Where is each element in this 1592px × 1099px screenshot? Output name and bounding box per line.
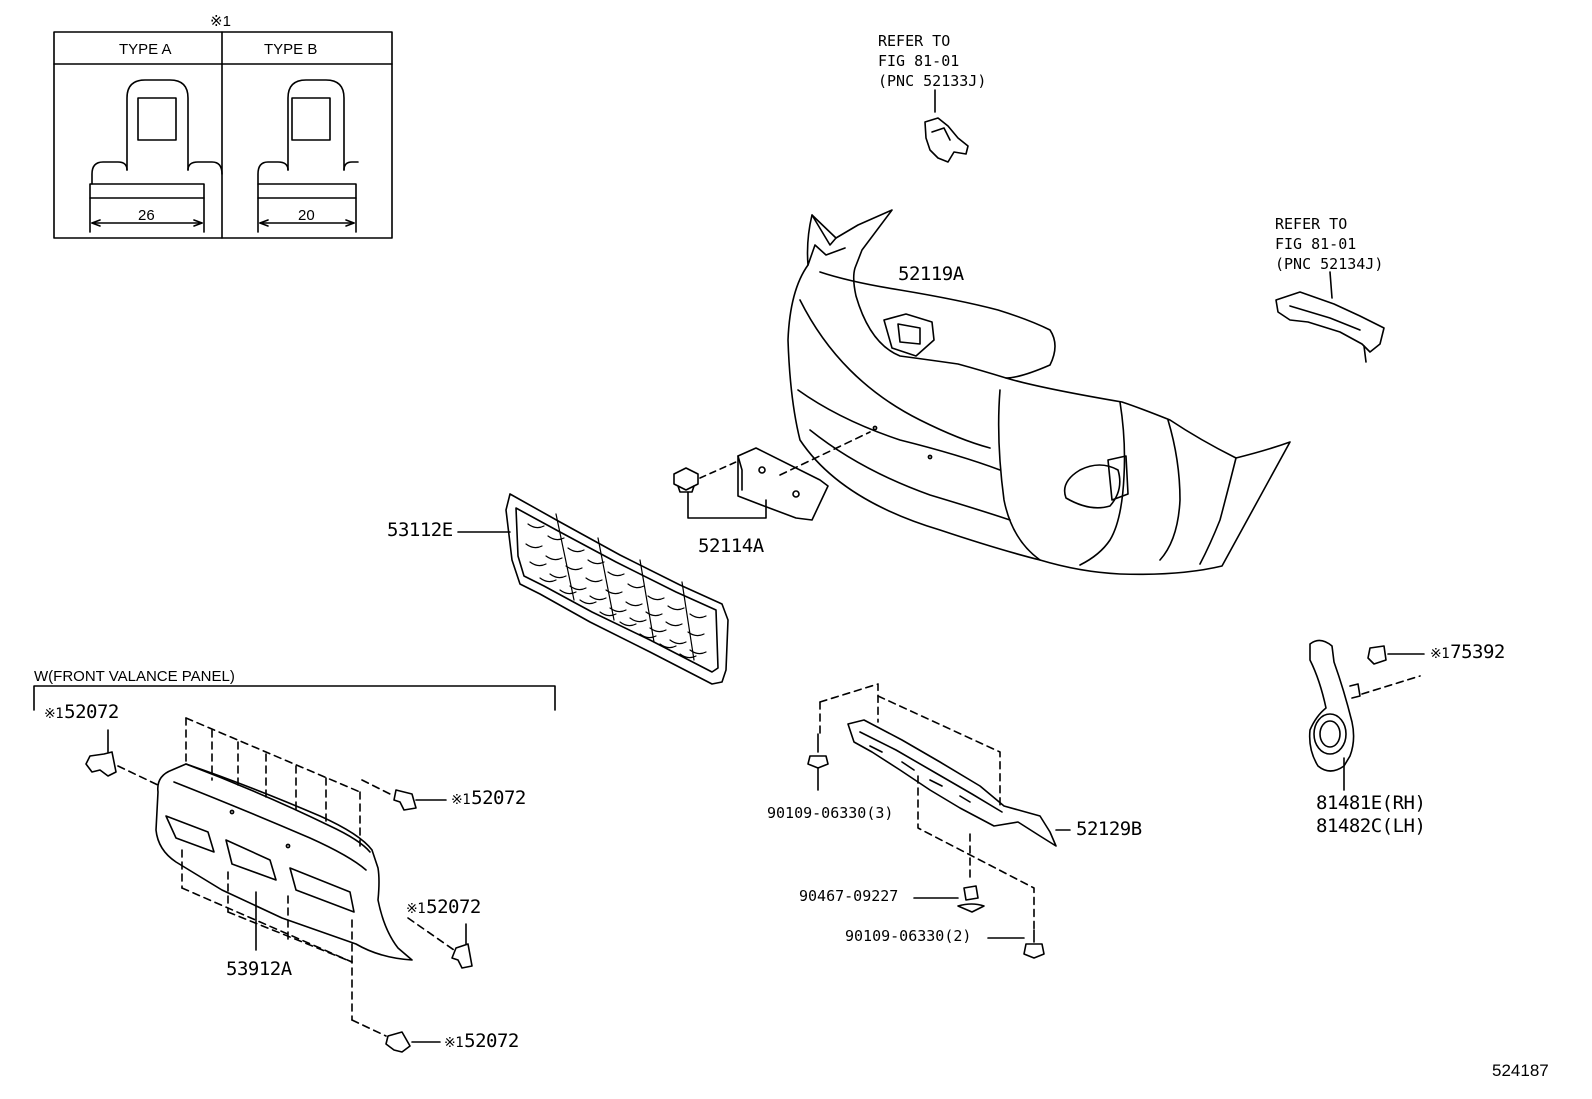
part-number: 52072 (471, 787, 526, 809)
valance-clip-icon (361, 779, 447, 811)
license-plate-bracket-icon (737, 431, 871, 521)
bolt-icon (807, 733, 829, 791)
fog-clip-icon (1361, 645, 1425, 695)
clip-icon (957, 885, 985, 913)
engine-under-cover-icon (819, 683, 1071, 931)
type-b-header: TYPE B (264, 41, 318, 58)
note-mark: ※1 (406, 901, 426, 917)
part-number: 52072 (64, 701, 119, 723)
right-bracket-ref-icon (1275, 271, 1385, 363)
ref-line: FIG 81-01 (1275, 235, 1357, 253)
clip-type-a-icon (89, 79, 223, 233)
part-label-bolt-3[interactable]: 90109-06330(3) (767, 804, 894, 822)
upper-bracket-reference-note: REFER TO FIG 81-01 (PNC 52133J) (878, 31, 986, 91)
part-label-bumper-cover[interactable]: 52119A (898, 263, 964, 285)
type-a-dimension: 26 (138, 207, 155, 224)
screw-icon (673, 461, 767, 519)
part-label-valance-clip[interactable]: ※152072 (451, 789, 526, 810)
part-label-under-cover[interactable]: 52129B (1076, 818, 1142, 840)
valance-clip-icon (85, 729, 161, 787)
part-label-valance-panel[interactable]: 53912A (226, 958, 292, 980)
part-label-bolt-2[interactable]: 90109-06330(2) (845, 927, 972, 945)
diagram-id: 524187 (1492, 1061, 1549, 1080)
part-number: 52072 (464, 1030, 519, 1052)
clip-type-b-icon (257, 79, 359, 233)
note-mark: ※1 (444, 1035, 464, 1051)
valance-clip-icon (407, 917, 473, 969)
part-number: 52072 (426, 896, 481, 918)
ref-line: (PNC 52134J) (1275, 255, 1384, 273)
part-label-clip[interactable]: 90467-09227 (799, 887, 899, 905)
part-label-fog-cover-lh[interactable]: 81482C(LH) (1316, 815, 1426, 837)
part-label-fog-cover-rh[interactable]: 81481E(RH) (1316, 792, 1426, 814)
front-bumper-cover-icon (787, 209, 1291, 576)
note-mark: ※1 (44, 706, 64, 722)
part-number: 75392 (1450, 641, 1505, 663)
ref-line: REFER TO (878, 32, 951, 50)
ref-line: REFER TO (1275, 215, 1348, 233)
type-b-dimension: 20 (298, 207, 315, 224)
part-label-valance-clip[interactable]: ※152072 (44, 703, 119, 724)
valance-clip-icon (351, 1019, 441, 1053)
fog-lamp-cover-icon (1308, 639, 1361, 791)
clip-type-inset-table (53, 31, 393, 239)
ref-line: FIG 81-01 (878, 52, 960, 70)
valance-group-bracket (33, 685, 556, 711)
part-label-fog-clip[interactable]: ※175392 (1430, 643, 1505, 664)
valance-section-header: W(FRONT VALANCE PANEL) (34, 668, 235, 685)
upper-bracket-ref-icon (924, 89, 969, 163)
lower-grille-icon (457, 493, 729, 685)
ref-line: (PNC 52133J) (878, 72, 987, 90)
part-label-plate-bracket[interactable]: 52114A (698, 535, 764, 557)
part-label-valance-clip[interactable]: ※152072 (406, 898, 481, 919)
part-label-valance-clip[interactable]: ※152072 (444, 1032, 519, 1053)
part-label-grille[interactable]: 53112E (387, 519, 453, 541)
bolt-icon (1023, 929, 1045, 959)
leader-lines (913, 897, 1025, 939)
note-mark: ※1 (451, 792, 471, 808)
inset-note-mark: ※1 (210, 13, 231, 30)
right-bracket-reference-note: REFER TO FIG 81-01 (PNC 52134J) (1275, 214, 1383, 274)
front-valance-panel-icon (155, 717, 413, 1021)
type-a-header: TYPE A (119, 41, 172, 58)
note-mark: ※1 (1430, 646, 1450, 662)
